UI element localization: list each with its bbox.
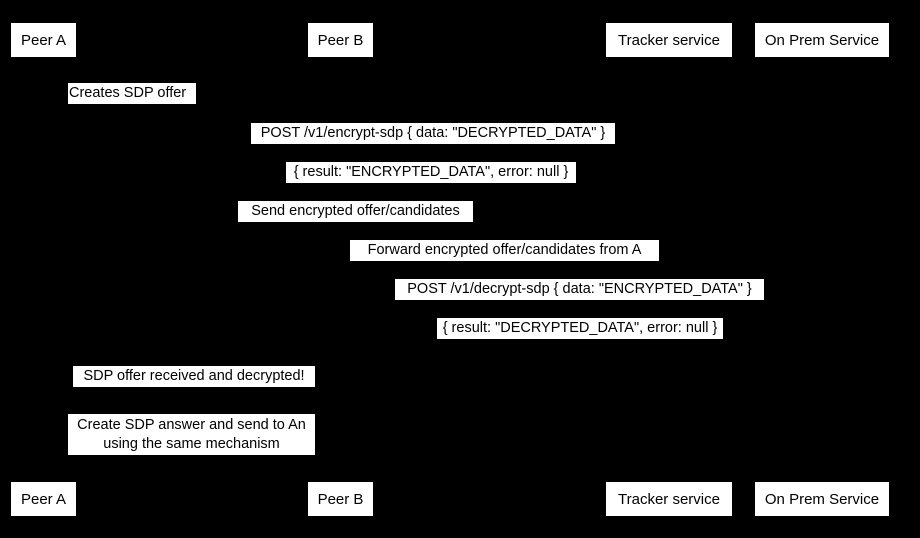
message-text: Forward encrypted offer/candidates from …	[367, 242, 642, 258]
participant-label: On Prem Service	[764, 31, 880, 49]
message-text: { result: "DECRYPTED_DATA", error: null …	[442, 320, 718, 336]
participant-tracker-service-top[interactable]: Tracker service	[605, 22, 733, 58]
message-text: Creates SDP offer	[69, 85, 187, 101]
lifeline-peer-b	[340, 58, 341, 481]
participant-on-prem-service-top[interactable]: On Prem Service	[754, 22, 890, 58]
arrow-head-send-encrypted-offer	[660, 207, 668, 215]
participant-peer-a-top[interactable]: Peer A	[10, 22, 77, 58]
arrow-head-decrypt-sdp-result	[340, 324, 348, 332]
message-decrypt-sdp-result: { result: "DECRYPTED_DATA", error: null …	[436, 317, 724, 340]
participant-tracker-service-bottom[interactable]: Tracker service	[605, 481, 733, 517]
participant-label: Peer B	[317, 31, 364, 49]
participant-label: Tracker service	[618, 31, 720, 49]
message-text: Create SDP answer and send to An using t…	[77, 416, 306, 452]
arrow-head-forward-encrypted-offer	[340, 246, 348, 254]
lifeline-peer-a	[43, 58, 44, 481]
message-create-sdp-answer: Create SDP answer and send to An using t…	[67, 413, 316, 456]
message-send-encrypted-offer: Send encrypted offer/candidates	[237, 200, 474, 223]
participant-on-prem-service-bottom[interactable]: On Prem Service	[754, 481, 890, 517]
message-post-decrypt-sdp: POST /v1/decrypt-sdp { data: "ENCRYPTED_…	[394, 278, 765, 301]
message-encrypt-sdp-result: { result: "ENCRYPTED_DATA", error: null …	[285, 161, 577, 184]
participant-label: On Prem Service	[764, 490, 880, 508]
message-text: POST /v1/decrypt-sdp { data: "ENCRYPTED_…	[407, 281, 752, 297]
participant-label: Peer A	[20, 490, 67, 508]
participant-peer-b-bottom[interactable]: Peer B	[307, 481, 374, 517]
message-text: POST /v1/encrypt-sdp { data: "DECRYPTED_…	[260, 125, 606, 141]
arrow-head-encrypt-sdp-result	[43, 168, 51, 176]
participant-label: Tracker service	[618, 490, 720, 508]
message-creates-sdp-offer: Creates SDP offer	[67, 82, 197, 105]
message-text: Send encrypted offer/candidates	[251, 203, 460, 219]
message-text: SDP offer received and decrypted!	[83, 368, 305, 384]
participant-peer-b-top[interactable]: Peer B	[307, 22, 374, 58]
message-sdp-offer-received: SDP offer received and decrypted!	[72, 365, 316, 388]
participant-peer-a-bottom[interactable]: Peer A	[10, 481, 77, 517]
message-post-encrypt-sdp: POST /v1/encrypt-sdp { data: "DECRYPTED_…	[250, 122, 616, 145]
arrow-head-post-encrypt-sdp	[813, 129, 821, 137]
participant-label: Peer B	[317, 490, 364, 508]
message-text: { result: "ENCRYPTED_DATA", error: null …	[293, 164, 569, 180]
lifeline-tracker-service	[668, 58, 669, 481]
message-forward-encrypted-offer: Forward encrypted offer/candidates from …	[349, 239, 660, 262]
participant-label: Peer A	[20, 31, 67, 49]
arrow-head-post-decrypt-sdp	[813, 285, 821, 293]
lifeline-on-prem-service	[821, 58, 822, 481]
